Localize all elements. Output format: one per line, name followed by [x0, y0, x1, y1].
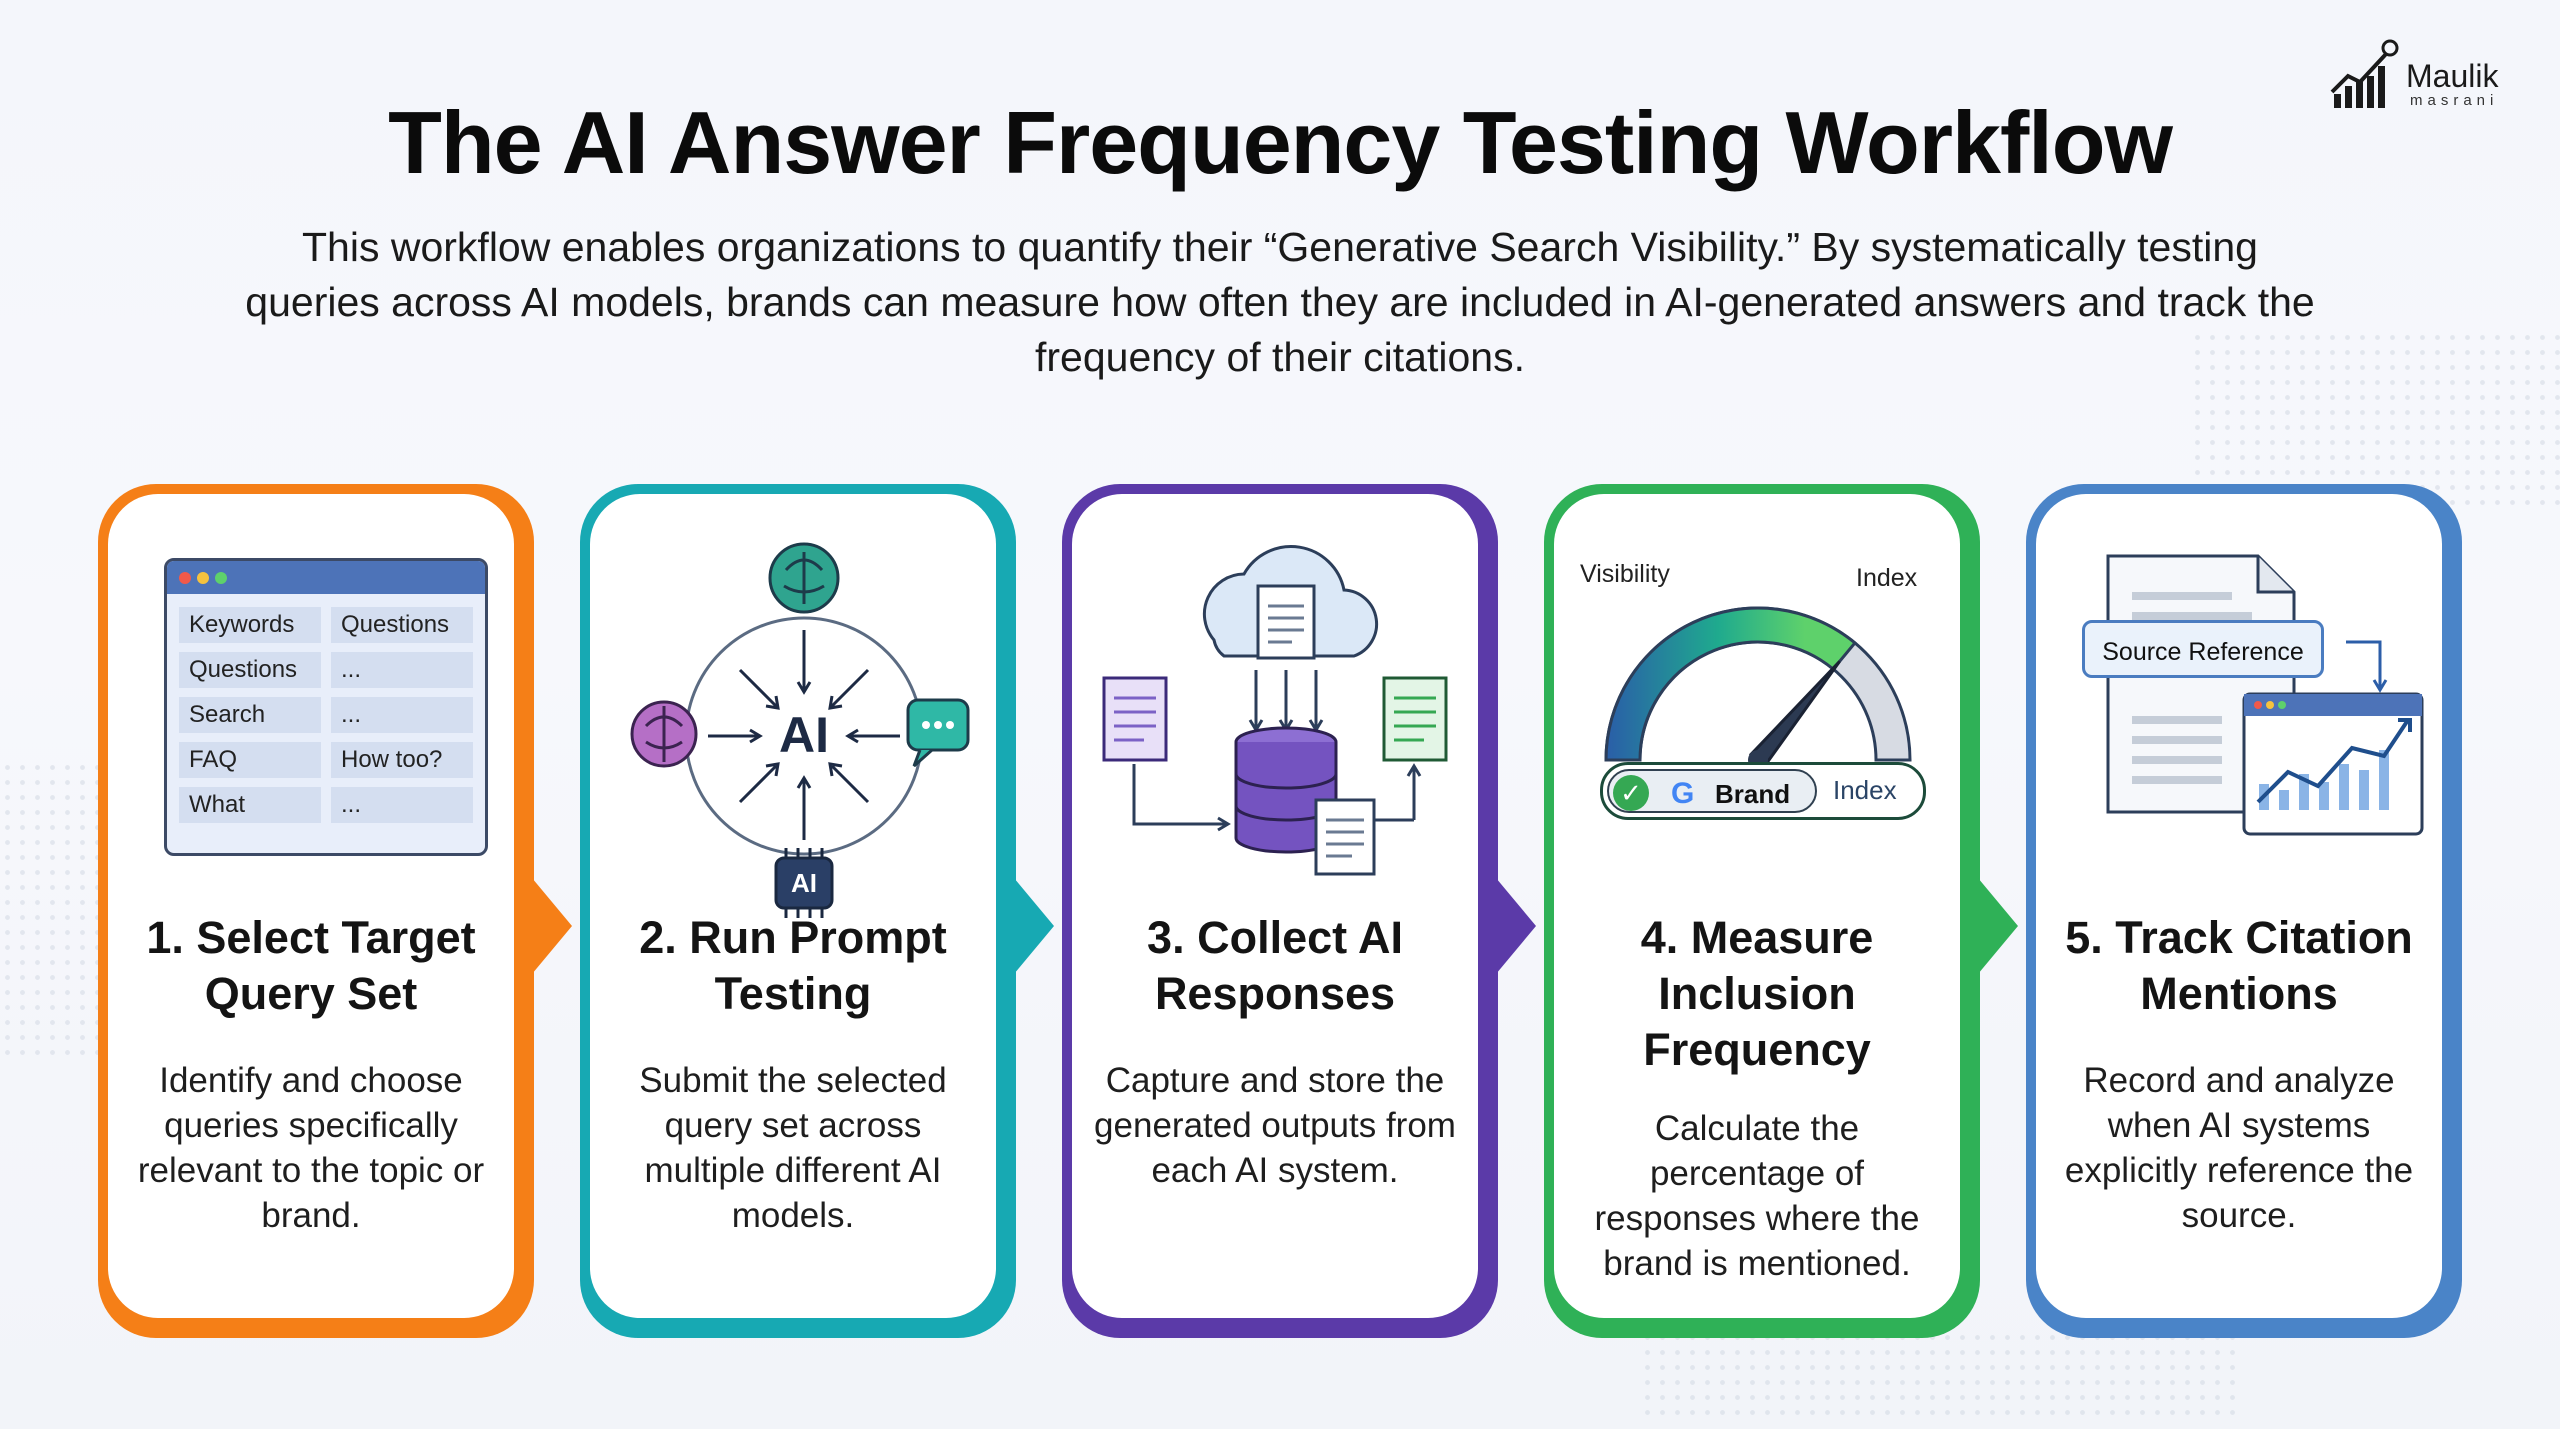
page-subtitle: This workflow enables organizations to q…: [245, 224, 2315, 380]
query-cell: Questions: [331, 607, 473, 643]
step-description: Record and analyze when AI systems expli…: [2064, 1061, 2414, 1235]
step-card-3: 3. Collect AI Responses Capture and stor…: [1062, 484, 1536, 1338]
step-card-2: AI AI 2. Run Prompt Testing Submit the s…: [580, 484, 1054, 1338]
logo-name: Maulik: [2406, 58, 2499, 94]
step-title: 3. Collect AI Responses: [1147, 912, 1403, 1019]
step-connector-arrow: [532, 878, 572, 974]
ai-chip-icon: AI: [774, 848, 834, 918]
brand-index-pill: ✓ G Brand Index: [1600, 762, 1926, 820]
check-icon: ✓: [1613, 775, 1649, 811]
document-icon-left: [1102, 676, 1168, 762]
document-icon-bottom: [1314, 798, 1376, 876]
brain-icon-top: [768, 542, 840, 614]
step-card-5: 5. Track Citation Mentions Record and an…: [2026, 484, 2462, 1338]
step-description: Submit the selected query set across mul…: [639, 1061, 947, 1235]
source-reference-label: Source Reference: [2082, 620, 2324, 678]
step-connector-arrow: [1014, 878, 1054, 974]
gauge-needle: [1748, 660, 1841, 770]
document-icon-right: [1382, 676, 1448, 762]
visibility-gauge-illustration: [1604, 606, 1912, 770]
query-cell: ...: [331, 652, 473, 688]
gauge-fill: [1604, 606, 1858, 762]
query-cell: ...: [331, 697, 473, 733]
converging-arrows: [708, 630, 900, 840]
ai-center-label: AI: [779, 707, 829, 763]
query-cell: ...: [331, 787, 473, 823]
query-cell: FAQ: [179, 742, 321, 778]
flow-arrows: [1132, 670, 1422, 832]
reference-arrow-icon: [2346, 640, 2388, 693]
gauge-label-index: Index: [1856, 564, 1918, 592]
step-title: 5. Track Citation Mentions: [2065, 912, 2413, 1019]
window-title-bar: [167, 561, 485, 594]
data-collection-illustration: [1102, 545, 1448, 876]
step-description: Calculate the percentage of responses wh…: [1594, 1109, 1920, 1283]
database-icon: [1234, 726, 1338, 854]
gauge-label-visibility: Visibility: [1580, 560, 1670, 588]
step-title: 1. Select Target Query Set: [146, 912, 476, 1019]
query-cell: How too?: [331, 742, 473, 778]
gauge-dial: [1604, 606, 1912, 770]
google-g-icon: G: [1671, 777, 1695, 810]
citation-tracking-illustration: [2106, 554, 2424, 836]
query-cell: What: [179, 787, 321, 823]
query-cell: Questions: [179, 652, 321, 688]
ai-chip-label: AI: [791, 868, 817, 898]
ai-models-hub-illustration: AI AI: [630, 542, 970, 918]
chat-bubble-icon: [906, 698, 970, 768]
query-cell: Search: [179, 697, 321, 733]
index-label: Index: [1833, 775, 1897, 805]
growth-chart-icon: [2330, 39, 2399, 108]
query-cell: Keywords: [179, 607, 321, 643]
brand-logo: Maulik masrani: [2328, 36, 2528, 116]
window-close-dot: [179, 572, 191, 584]
step-description: Capture and store the generated outputs …: [1094, 1061, 1456, 1190]
step-card-4: 4. Measure Inclusion Frequency Calculate…: [1544, 484, 2018, 1338]
brain-icon-left: [630, 700, 698, 768]
logo-subtitle: masrani: [2410, 92, 2499, 109]
analytics-window-icon: [2242, 692, 2424, 836]
brand-segment: ✓ G Brand: [1607, 769, 1817, 813]
step-connector-arrow: [1496, 878, 1536, 974]
dot-texture-left: [0, 760, 110, 1060]
window-minimize-dot: [197, 572, 209, 584]
dot-texture-bottom: [1640, 1330, 2240, 1420]
document-icon-center: [1256, 584, 1316, 660]
step-title: 4. Measure Inclusion Frequency: [1640, 912, 1874, 1075]
step-title: 2. Run Prompt Testing: [639, 912, 947, 1019]
page-title: The AI Answer Frequency Testing Workflow: [388, 93, 2173, 192]
step-description: Identify and choose queries specifically…: [137, 1061, 485, 1235]
window-maximize-dot: [215, 572, 227, 584]
brand-label: Brand: [1715, 779, 1791, 809]
step-connector-arrow: [1978, 878, 2018, 974]
